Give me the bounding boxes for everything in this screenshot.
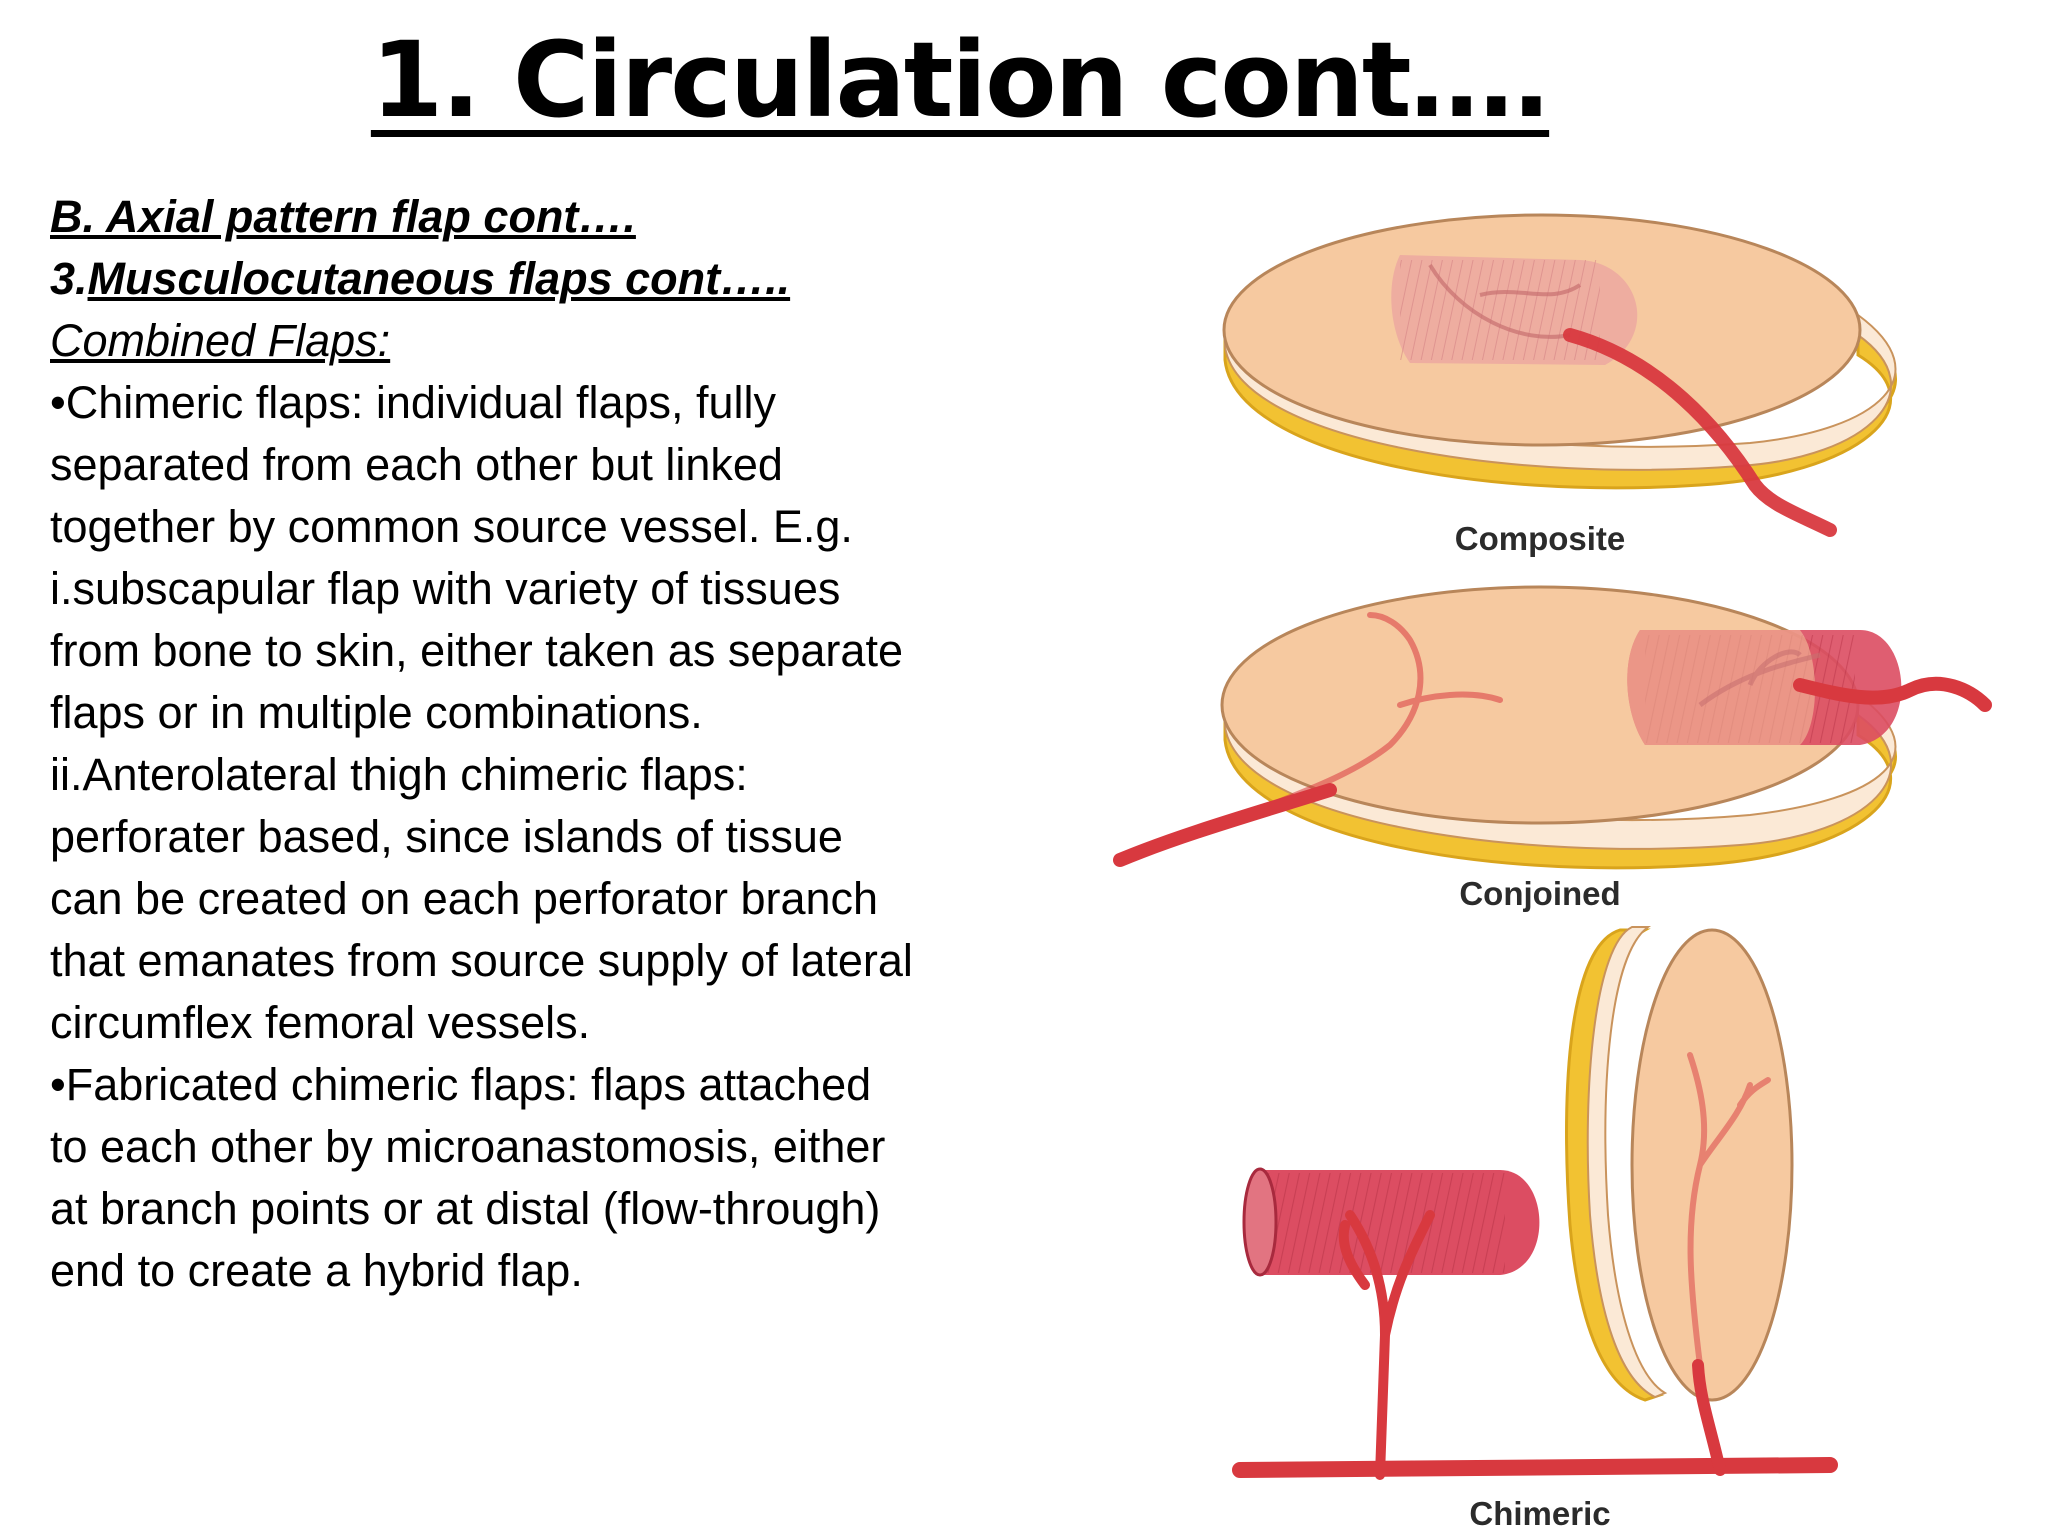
heading-musculocutaneous-text: Musculocutaneous flaps cont….. (87, 253, 791, 304)
body-line: •Chimeric flaps: individual flaps, fully (50, 377, 777, 428)
body-line: that emanates from source supply of late… (50, 935, 913, 986)
heading-combined-flaps: Combined Flaps: (50, 315, 391, 366)
slide-title: 1. Circulation cont…. (370, 19, 1551, 141)
caption-conjoined: Conjoined (1459, 875, 1620, 912)
heading-musculocutaneous-number: 3. (50, 253, 88, 304)
heading-axial-pattern: B. Axial pattern flap cont…. (50, 191, 636, 242)
composite-flap-diagram (1222, 213, 1897, 537)
body-line: from bone to skin, either taken as separ… (50, 625, 903, 676)
heading-musculocutaneous: 3.Musculocutaneous flaps cont….. (50, 248, 1070, 310)
body-line: end to create a hybrid flap. (50, 1245, 583, 1296)
body-line: circumflex femoral vessels. (50, 997, 591, 1048)
chimeric-flap-diagram (1232, 926, 1838, 1480)
conjoined-flap-diagram (1113, 585, 1992, 870)
caption-composite: Composite (1455, 520, 1626, 557)
body-line: at branch points or at distal (flow-thro… (50, 1183, 881, 1234)
caption-chimeric: Chimeric (1469, 1495, 1610, 1532)
body-line: perforater based, since islands of tissu… (50, 811, 843, 862)
body-line: ii.Anterolateral thigh chimeric flaps: (50, 749, 748, 800)
body-line: to each other by microanastomosis, eithe… (50, 1121, 886, 1172)
body-line: separated from each other but linked (50, 439, 783, 490)
body-text: B. Axial pattern flap cont…. 3.Musculocu… (50, 186, 1070, 1302)
body-line: together by common source vessel. E.g. (50, 501, 853, 552)
body-line: can be created on each perforator branch (50, 873, 879, 924)
body-line: flaps or in multiple combinations. (50, 687, 703, 738)
body-line: i.subscapular flap with variety of tissu… (50, 563, 841, 614)
flap-illustration: Composite Conjoined C (1113, 213, 1992, 1532)
body-line: •Fabricated chimeric flaps: flaps attach… (50, 1059, 872, 1110)
